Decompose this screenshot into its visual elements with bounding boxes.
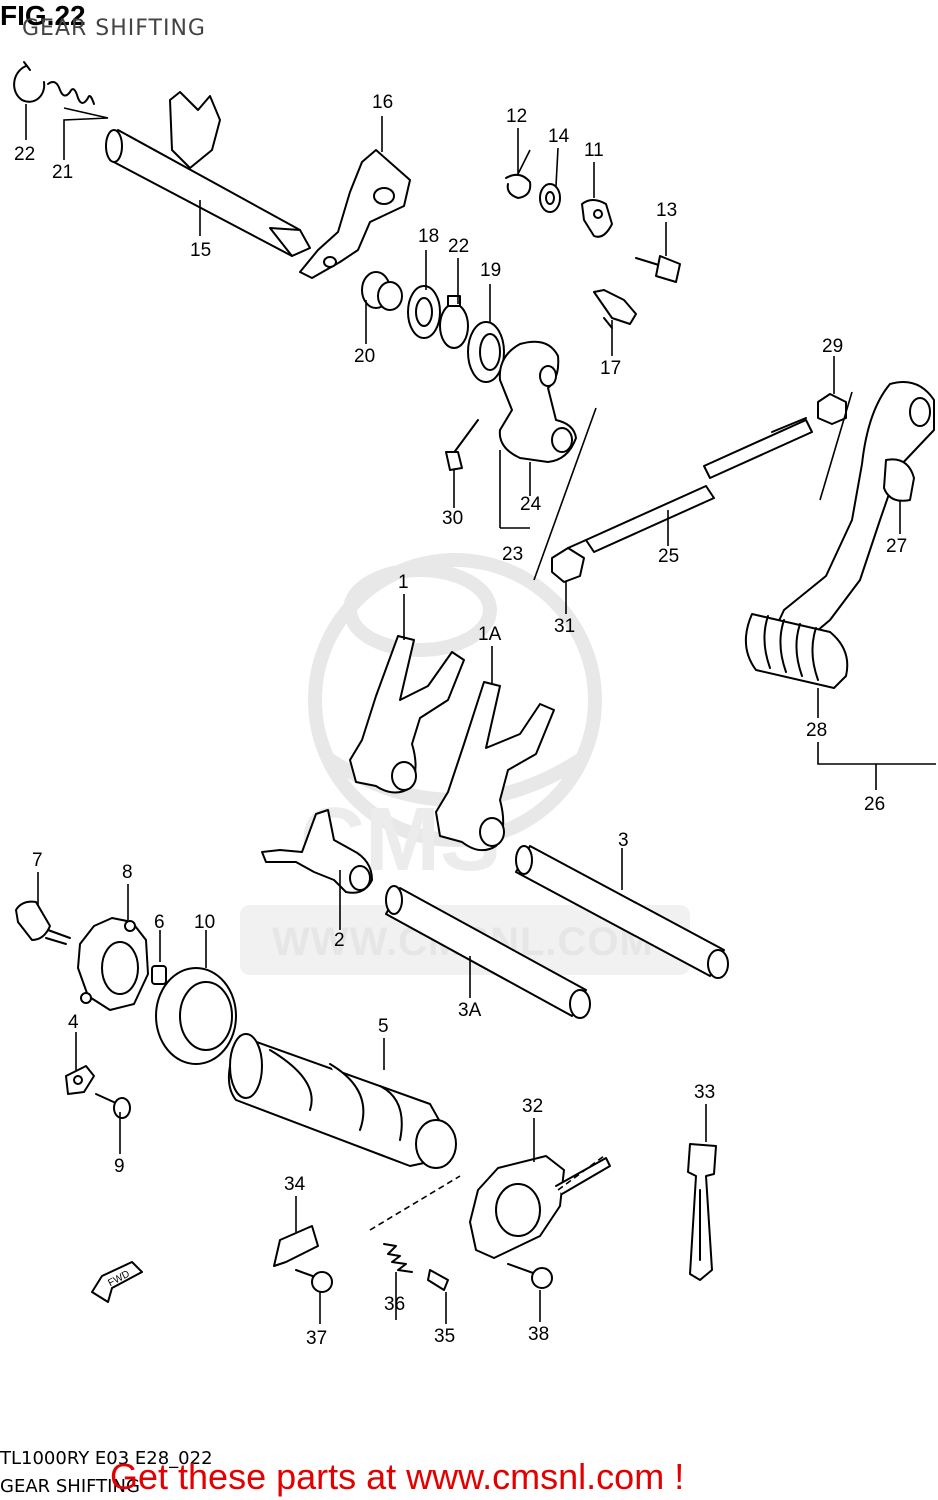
part-27-gear-pedal[interactable] [769, 381, 935, 653]
part-28-pedal-rubber[interactable] [745, 613, 849, 689]
label-10: 10 [194, 912, 215, 933]
label-13: 13 [656, 200, 677, 221]
label-2: 2 [334, 930, 345, 951]
part-14-washer[interactable] [539, 183, 561, 213]
cta-link[interactable]: Get these parts at www.cmsnl.com ! [110, 1456, 685, 1497]
part-5-gearshift-cam[interactable] [227, 1033, 457, 1169]
part-13-bolt[interactable] [635, 255, 681, 283]
label-16: 16 [372, 92, 393, 113]
part-17-switch[interactable] [593, 289, 637, 329]
label-3a: 3A [458, 1000, 482, 1021]
label-38: 38 [528, 1324, 549, 1345]
label-7: 7 [32, 850, 43, 871]
part-2-shift-fork[interactable] [261, 809, 373, 894]
part-1a-shift-fork[interactable] [435, 681, 555, 852]
part-25-link-rod[interactable] [567, 417, 813, 553]
label-17: 17 [600, 358, 621, 379]
part-31-nut[interactable] [551, 547, 585, 583]
part-labels: 22 21 15 16 20 18 22 19 12 14 11 13 17 3… [14, 92, 907, 1349]
model-code: TL1000RY E03 E28_022 [0, 1448, 213, 1469]
part-3-fork-shaft[interactable] [515, 845, 729, 979]
label-22a: 22 [14, 144, 35, 165]
label-36: 36 [384, 1294, 405, 1315]
label-37: 37 [306, 1328, 327, 1349]
part-21-spring[interactable] [47, 81, 95, 105]
label-29: 29 [822, 336, 843, 357]
label-5: 5 [378, 1016, 389, 1037]
figure-title: FIG.22 [0, 0, 86, 31]
label-28: 28 [806, 720, 827, 741]
part-35-contact-pin[interactable] [427, 1269, 449, 1291]
part-16-shift-arm[interactable] [299, 149, 411, 279]
part-3a-fork-shaft[interactable] [385, 885, 591, 1019]
part-30-bolt[interactable] [445, 419, 479, 471]
part-33-clamp[interactable] [687, 1143, 717, 1281]
label-3: 3 [618, 830, 629, 851]
label-22b: 22 [448, 236, 469, 257]
label-15: 15 [190, 240, 211, 261]
part-32-gear-position-switch[interactable] [469, 1155, 611, 1259]
part-29-nut[interactable] [817, 393, 847, 425]
label-26: 26 [864, 794, 885, 815]
label-1a: 1A [478, 624, 502, 645]
label-25: 25 [658, 546, 679, 567]
label-9: 9 [114, 1156, 125, 1177]
figure-subtitle: GEAR SHIFTING [22, 16, 206, 41]
label-19: 19 [480, 260, 501, 281]
leader-lines [25, 104, 936, 1324]
label-32: 32 [522, 1096, 543, 1117]
part-6-pin[interactable] [151, 965, 167, 985]
part-19-oil-seal[interactable] [467, 321, 505, 383]
label-27: 27 [886, 536, 907, 557]
label-30: 30 [442, 508, 463, 529]
label-4: 4 [68, 1012, 79, 1033]
part-22-circlip[interactable] [13, 61, 46, 103]
label-34: 34 [284, 1174, 306, 1195]
part-24-shift-lever-arm[interactable] [498, 340, 577, 463]
label-14: 14 [548, 126, 570, 147]
label-18: 18 [418, 226, 439, 247]
label-21: 21 [52, 162, 73, 183]
label-12: 12 [506, 106, 527, 127]
part-37-screw[interactable] [295, 1269, 333, 1293]
part-18-washer[interactable] [407, 285, 441, 339]
part-11-stopper[interactable] [581, 199, 613, 238]
label-23: 23 [502, 544, 523, 565]
part-1-shift-fork[interactable] [349, 635, 465, 794]
label-35: 35 [434, 1326, 455, 1347]
part-20-spring[interactable] [361, 271, 403, 311]
part-34-bracket[interactable] [273, 1225, 319, 1267]
label-33: 33 [694, 1082, 715, 1103]
label-8: 8 [122, 862, 133, 883]
label-31: 31 [554, 616, 575, 637]
part-9-screw[interactable] [95, 1093, 131, 1119]
part-8-cam-stopper-plate[interactable] [77, 917, 149, 1011]
label-6: 6 [154, 912, 165, 933]
part-22-circlip-mid[interactable] [439, 295, 469, 349]
label-1: 1 [398, 572, 409, 593]
part-36-spring[interactable] [383, 1243, 413, 1273]
part-38-screw[interactable] [507, 1263, 553, 1289]
label-20: 20 [354, 346, 375, 367]
part-4-stopper[interactable] [65, 1065, 95, 1095]
part-10-bearing[interactable] [155, 967, 237, 1065]
label-11: 11 [584, 140, 604, 161]
part-7-cam-pin[interactable] [15, 900, 71, 945]
section-name: GEAR SHIFTING [0, 1476, 140, 1497]
part-15-shift-shaft[interactable] [105, 91, 311, 257]
part-12-clip[interactable] [505, 173, 532, 199]
fwd-arrow-icon [91, 1261, 143, 1303]
label-24: 24 [520, 494, 542, 515]
